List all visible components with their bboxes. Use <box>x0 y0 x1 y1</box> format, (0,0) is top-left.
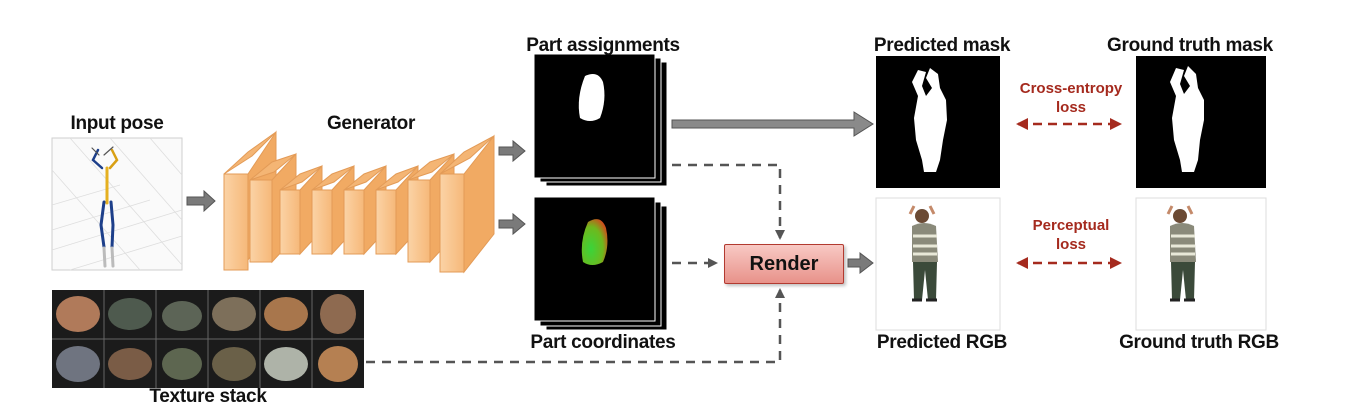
part-assignments-stack <box>533 53 668 187</box>
cross-entropy-loss-label: Cross-entropy loss <box>1020 79 1123 117</box>
texture-stack-image <box>52 290 364 388</box>
ground-truth-rgb-label: Ground truth RGB <box>1119 332 1279 353</box>
perceptual-line1: Perceptual <box>1032 217 1110 234</box>
cross-entropy-line2: loss <box>1055 99 1086 116</box>
pose-skeleton <box>91 146 119 268</box>
input-pose-panel <box>51 137 183 271</box>
arrow-assignments-to-render <box>672 163 785 240</box>
predicted-rgb-label: Predicted RGB <box>876 332 1008 353</box>
perceptual-line2: loss <box>1055 236 1087 253</box>
input-pose-label: Input pose <box>70 113 164 134</box>
ground-truth-mask-image <box>1136 56 1266 188</box>
predicted-mask-label: Predicted mask <box>873 35 1011 56</box>
arrow-pose-to-generator <box>186 189 216 213</box>
ground-truth-rgb-image <box>1135 197 1267 331</box>
render-box: Render <box>724 244 844 284</box>
arrow-render-to-rgb <box>847 251 874 275</box>
part-coordinates-label: Part coordinates <box>530 332 676 353</box>
predicted-rgb-image <box>875 197 1001 331</box>
ground-truth-mask-label: Ground truth mask <box>1107 35 1273 56</box>
render-label: Render <box>749 252 819 275</box>
cross-entropy-line1: Cross-entropy <box>1019 80 1123 97</box>
arrow-assignments-to-mask <box>671 111 874 137</box>
texture-stack-label: Texture stack <box>149 386 267 407</box>
generator-label: Generator <box>326 113 416 134</box>
arrow-generator-to-assignments <box>498 139 526 163</box>
generator-network <box>223 130 495 274</box>
perceptual-loss-label: Perceptual loss <box>1033 216 1110 254</box>
arrow-generator-to-coordinates <box>498 212 526 236</box>
part-assignments-label: Part assignments <box>526 35 680 56</box>
predicted-mask-image <box>876 56 1000 188</box>
part-coordinates-stack <box>533 196 668 331</box>
